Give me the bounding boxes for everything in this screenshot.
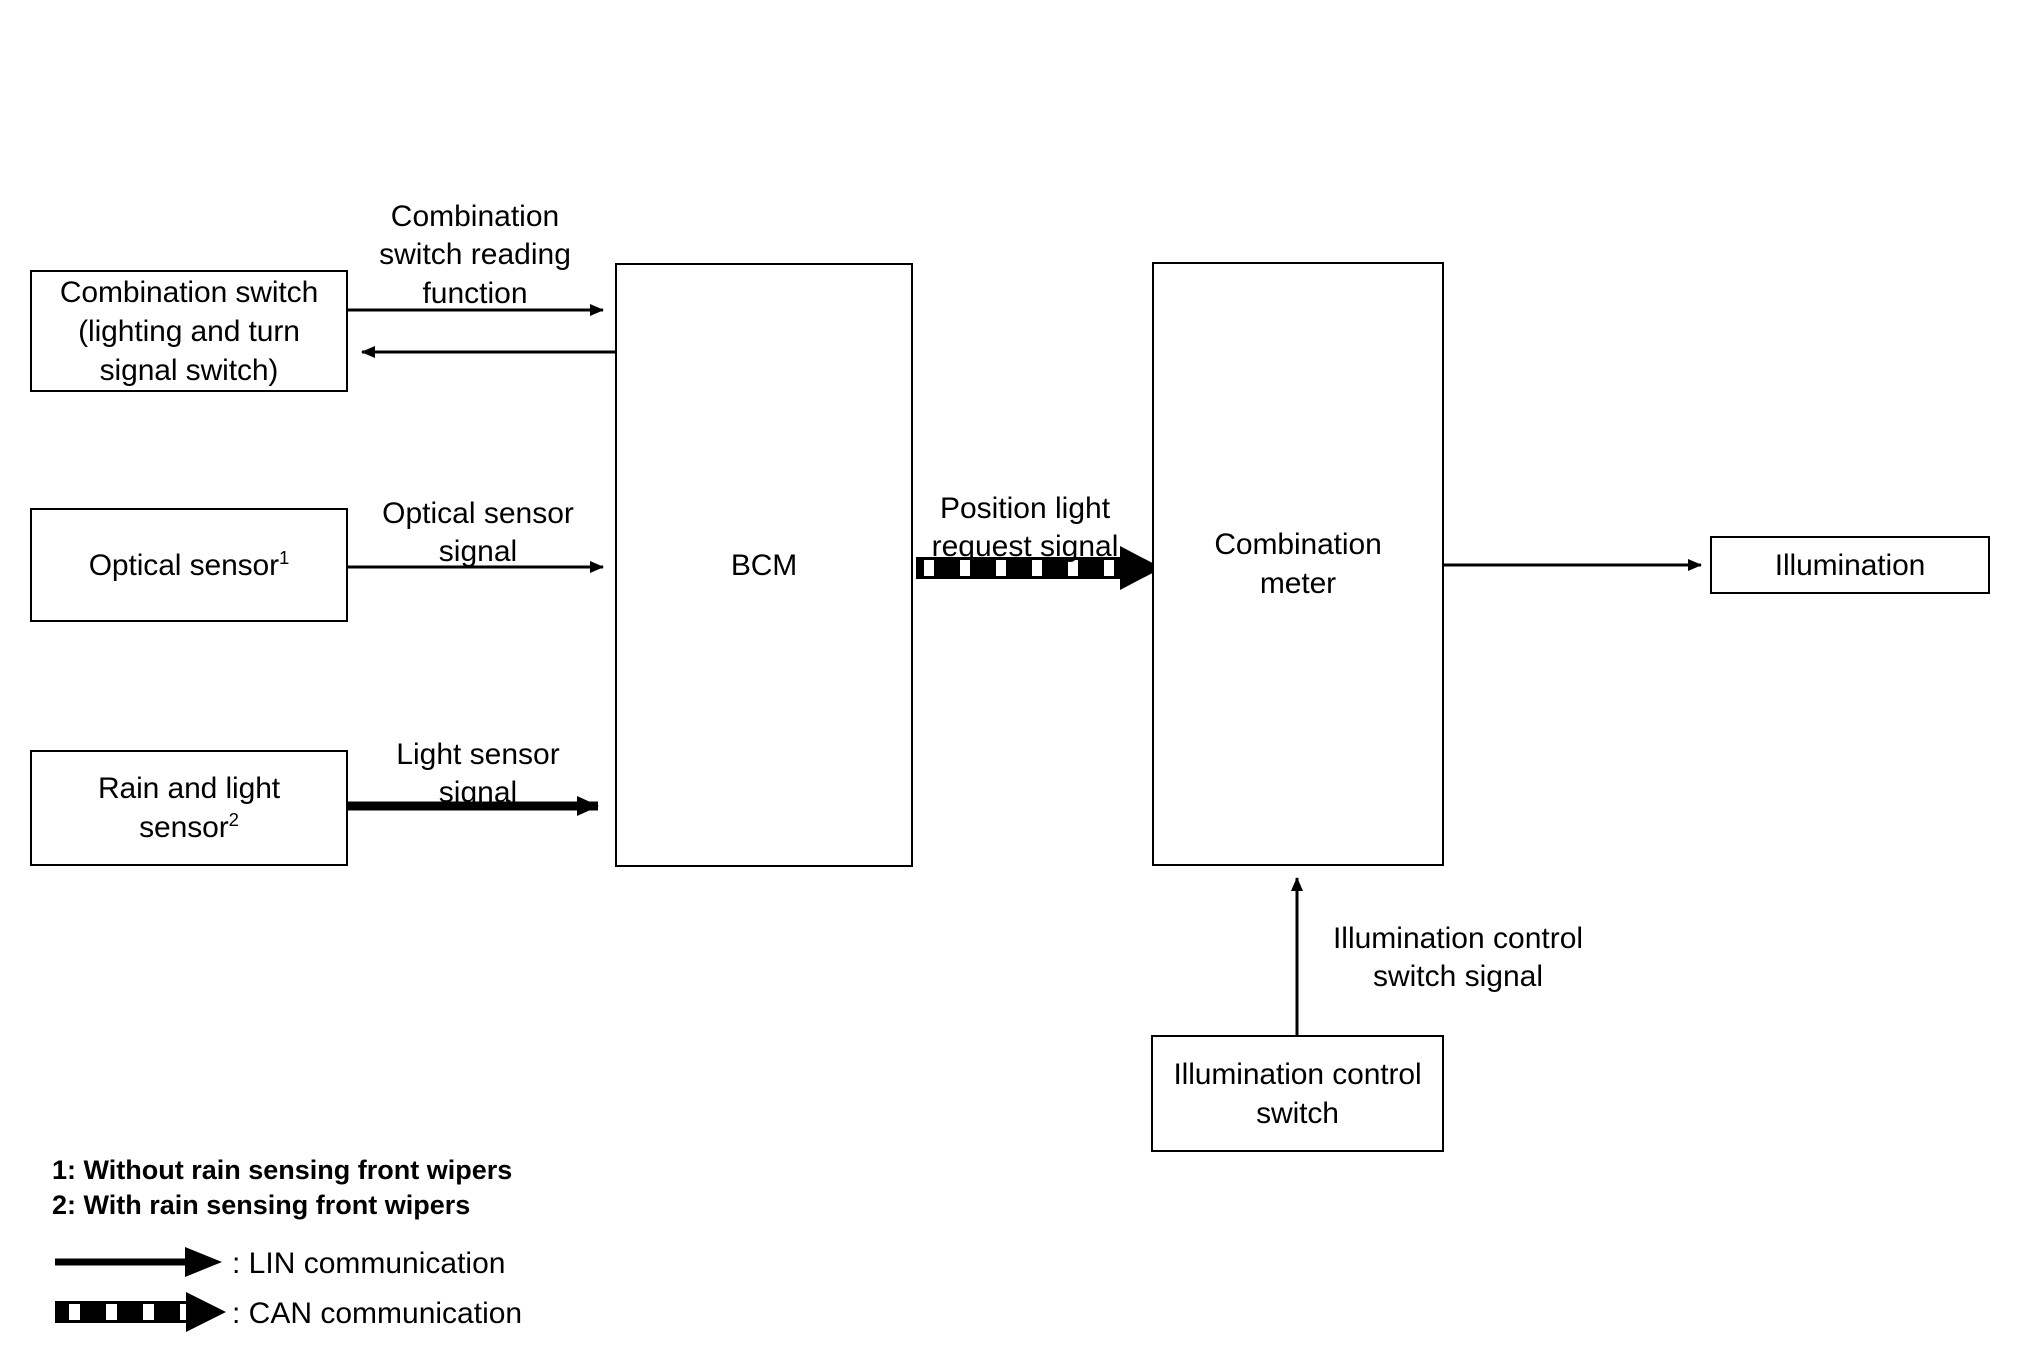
node-optical-sensor-footnote-marker: 1 — [279, 546, 290, 568]
node-rain-and-light-sensor-footnote-marker: 2 — [228, 809, 239, 830]
node-bcm[interactable]: BCM — [615, 263, 913, 867]
node-optical-sensor-label: Optical sensor — [88, 548, 280, 582]
legend-can-arrow-icon — [55, 1292, 226, 1332]
node-rain-and-light-sensor-label: Rain and light sensor — [97, 772, 281, 844]
node-bcm-label: BCM — [730, 548, 798, 582]
edge-label-position-light-request-signal: Position light request signal — [931, 492, 1119, 564]
footnote-2: 2: With rain sensing front wipers — [52, 1190, 471, 1220]
node-combination-switch[interactable]: Combination switch (lighting and turn si… — [30, 270, 348, 392]
node-combination-meter-label: Combination meter — [1214, 528, 1382, 600]
node-illumination[interactable]: Illumination — [1710, 536, 1990, 594]
legend-lin-label: : LIN communication — [232, 1247, 506, 1280]
footnote-1: 1: Without rain sensing front wipers — [52, 1155, 513, 1185]
edge-label-illumination-control-switch-signal: Illumination control switch signal — [1332, 922, 1584, 994]
node-illumination-control-switch-label: Illumination control switch — [1173, 1057, 1422, 1130]
node-combination-switch-label: Combination switch (lighting and turn si… — [59, 275, 319, 387]
node-rain-and-light-sensor[interactable]: Rain and light sensor2 — [30, 750, 348, 866]
node-illumination-label: Illumination — [1774, 548, 1926, 582]
edge-label-combination-switch-reading-function: Combination switch reading function — [379, 200, 571, 310]
node-illumination-control-switch[interactable]: Illumination control switch — [1151, 1035, 1444, 1152]
legend-can-label: : CAN communication — [232, 1297, 523, 1330]
edge-label-optical-sensor-signal: Optical sensor signal — [382, 497, 574, 569]
legend-lin-arrow-icon — [55, 1247, 222, 1277]
node-combination-meter[interactable]: Combination meter — [1152, 262, 1444, 866]
edge-label-light-sensor-signal: Light sensor signal — [396, 738, 560, 810]
node-optical-sensor[interactable]: Optical sensor1 — [30, 508, 348, 622]
